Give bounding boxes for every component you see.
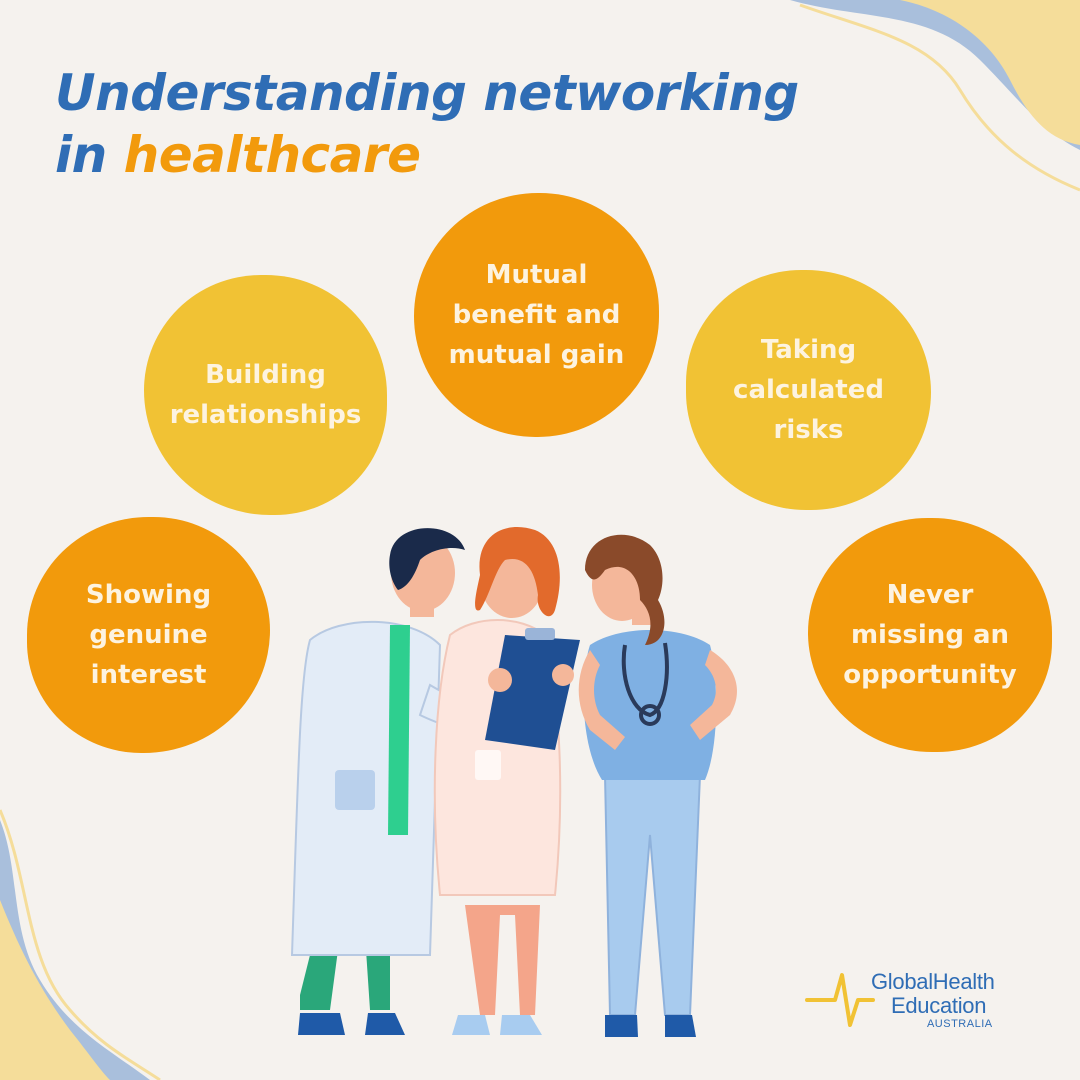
doctor-figure [290,528,511,1035]
logo-line-2: Education [891,993,987,1018]
logo-line-1: GlobalHealth [871,969,995,994]
logo-line-3: AUSTRALIA [926,1018,993,1030]
bottom-left-wave [0,809,161,1080]
nurse-figure [578,534,738,1037]
logo-wordmark: GlobalHealth Education AUSTRALIA [871,969,995,1031]
bubble-taking-calculated-risks: Taking calculated risks [686,270,931,510]
woman-figure [433,527,562,1035]
bubble-label: Mutual benefit and mutual gain [448,260,625,370]
bubble-mutual-benefit: Mutual benefit and mutual gain [414,193,659,437]
bubble-showing-genuine-interest: Showing genuine interest [27,517,270,753]
heartbeat-logo-icon [805,973,875,1027]
bubble-label: Never missing an opportunity [843,580,1017,690]
page-title: Understanding networking in healthcare [55,62,799,186]
clipboard-icon [485,628,580,750]
bubble-building-relationships: Building relationships [144,275,387,515]
title-accent-word: healthcare [123,126,421,184]
healthcare-workers-illustration [290,527,738,1037]
title-line-2-prefix: in [55,126,124,184]
bubble-label: Taking calculated risks [733,335,884,445]
bubble-label: Showing genuine interest [85,580,212,690]
brand-logo: GlobalHealth Education AUSTRALIA [805,968,1035,1038]
title-line-1: Understanding networking [55,64,799,122]
bubble-label: Building relationships [169,360,362,430]
bubble-never-missing-opportunity: Never missing an opportunity [808,518,1052,752]
top-right-wave [790,0,1080,192]
